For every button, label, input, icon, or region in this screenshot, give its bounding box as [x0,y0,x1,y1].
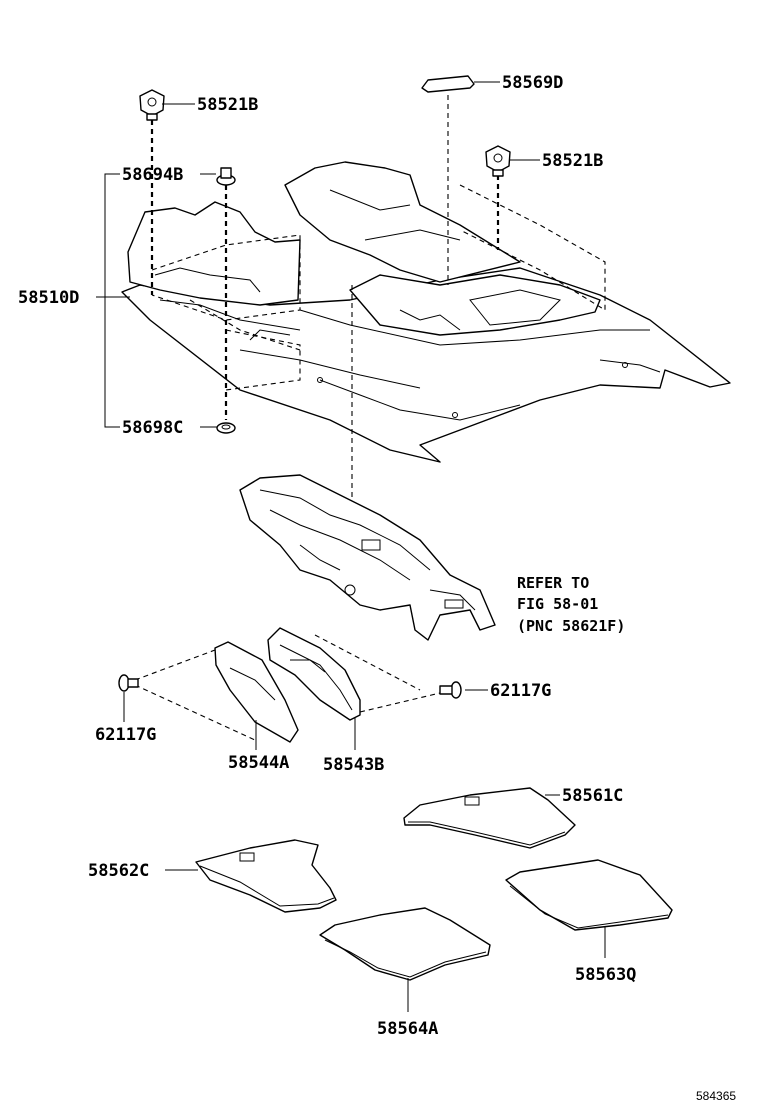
cover-58543b [267,627,361,721]
clip-58521b-top [139,89,165,121]
floor-silencer [239,474,496,641]
cushion-58569d [421,75,475,93]
label-62117g-right: 62117G [490,681,551,701]
refer-text-line1: REFER TO [517,574,589,592]
mat-58563q [505,859,673,931]
floor-carpet-assembly [121,161,731,463]
screw-62117g-right [439,681,462,699]
label-62117g-left: 62117G [95,725,156,745]
label-58544a: 58544A [228,753,289,773]
screw-62117g-left [118,674,139,692]
label-58521b-right: 58521B [542,151,603,171]
refer-text-line2: FIG 58-01 [517,595,598,613]
cover-58544a [214,641,299,743]
grommet-58698c [216,422,236,434]
label-58543b: 58543B [323,755,384,775]
label-58561c: 58561C [562,786,623,806]
label-58698c: 58698C [122,418,183,438]
label-58521b-top: 58521B [197,95,258,115]
label-58563q: 58563Q [575,965,636,985]
mat-58562c [195,839,337,913]
guide-lines-main [150,95,606,510]
cover-guide-lines [134,634,441,741]
label-58694b: 58694B [122,165,183,185]
label-58569d: 58569D [502,73,563,93]
mat-58561c [403,787,576,849]
label-58564a: 58564A [377,1019,438,1039]
plug-58694b [216,167,236,186]
mat-58564a [319,907,491,981]
clip-58521b-right [485,145,511,177]
label-58562c: 58562C [88,861,149,881]
diagram-code: 584365 [696,1089,736,1103]
label-58510d: 58510D [18,288,79,308]
leader-lines [96,81,606,1012]
refer-text-line3: (PNC 58621F) [517,617,625,635]
part-labels: 58521B 58569D 58521B 58694B 58510D 58698… [18,73,736,1103]
